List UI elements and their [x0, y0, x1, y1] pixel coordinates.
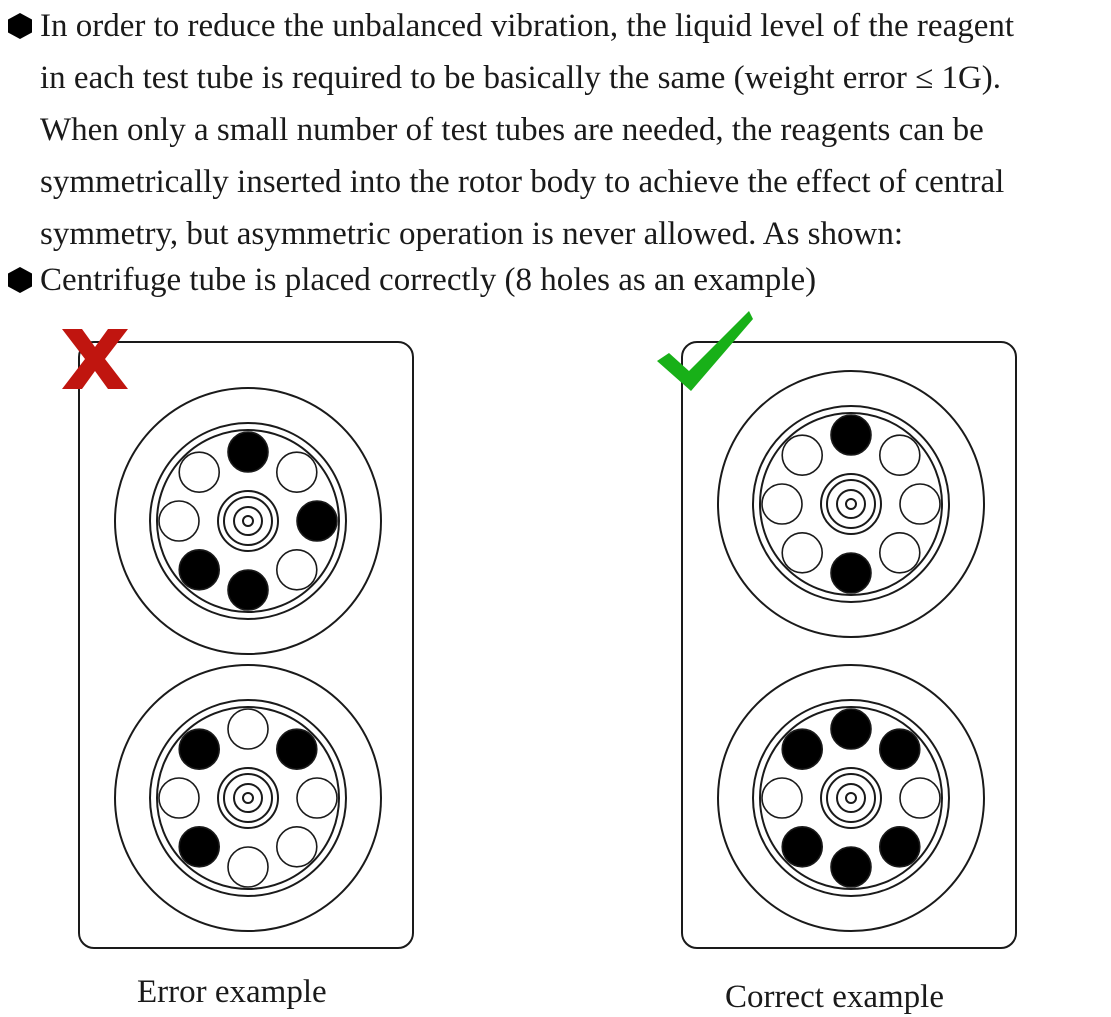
tube-hole-empty: [227, 708, 269, 750]
tube-hole-empty: [275, 825, 318, 868]
tube-hole-empty: [781, 531, 824, 574]
tube-hole-empty: [781, 434, 824, 477]
text-line: in each test tube is required to be basi…: [40, 60, 1002, 96]
bullet-item-balance: In order to reduce the unbalanced vibrat…: [0, 0, 1110, 260]
text-line: symmetry, but asymmetric operation is ne…: [40, 216, 904, 252]
tube-hole-filled: [878, 825, 921, 868]
rotor-hub-center: [242, 792, 254, 804]
tube-hole-filled: [830, 846, 872, 888]
tube-hole-empty: [761, 483, 803, 525]
tube-hole-filled: [227, 431, 269, 473]
tube-hole-empty: [878, 531, 921, 574]
tube-hole-filled: [830, 414, 872, 456]
tube-hole-empty: [275, 548, 318, 591]
text-line: In order to reduce the unbalanced vibrat…: [40, 8, 1015, 44]
tube-hole-empty: [899, 777, 941, 819]
rotor-hub-center: [845, 792, 857, 804]
tube-hole-empty: [158, 777, 200, 819]
bullet-text-placement: Centrifuge tube is placed correctly (8 h…: [40, 254, 1110, 306]
tube-hole-empty: [878, 434, 921, 477]
tube-hole-filled: [781, 825, 824, 868]
correct-example-panel: [681, 341, 1017, 949]
red-x-icon: [62, 329, 128, 389]
tube-hole-filled: [781, 728, 824, 771]
green-check-icon: [657, 311, 753, 391]
hexagon-bullet-icon: [0, 0, 40, 40]
error-example-panel: [78, 341, 414, 949]
rotor-top: [114, 387, 382, 655]
tube-hole-filled: [830, 708, 872, 750]
rotor-bottom: [114, 664, 382, 932]
text-line: symmetrically inserted into the rotor bo…: [40, 164, 1005, 200]
tube-hole-filled: [296, 500, 338, 542]
rotor-top: [717, 370, 985, 638]
error-example-caption: Error example: [137, 974, 327, 1010]
tube-hole-filled: [878, 728, 921, 771]
rotor-hub-center: [845, 498, 857, 510]
rotor-hub-center: [242, 515, 254, 527]
correct-example-caption: Correct example: [725, 979, 944, 1015]
text-line: When only a small number of test tubes a…: [40, 112, 984, 148]
tube-hole-empty: [275, 451, 318, 494]
tube-hole-empty: [899, 483, 941, 525]
text-line: Centrifuge tube is placed correctly (8 h…: [40, 262, 817, 298]
tube-hole-filled: [178, 548, 221, 591]
tube-hole-filled: [830, 552, 872, 594]
bullet-text-balance: In order to reduce the unbalanced vibrat…: [40, 0, 1110, 260]
hexagon-bullet-icon: [0, 254, 40, 294]
tube-hole-filled: [178, 728, 221, 771]
tube-hole-empty: [227, 846, 269, 888]
tube-hole-empty: [158, 500, 200, 542]
tube-hole-empty: [178, 451, 221, 494]
tube-hole-empty: [296, 777, 338, 819]
tube-hole-empty: [761, 777, 803, 819]
bullet-item-placement: Centrifuge tube is placed correctly (8 h…: [0, 254, 1110, 306]
tube-hole-filled: [178, 825, 221, 868]
tube-hole-filled: [227, 569, 269, 611]
tube-hole-filled: [275, 728, 318, 771]
rotor-bottom: [717, 664, 985, 932]
